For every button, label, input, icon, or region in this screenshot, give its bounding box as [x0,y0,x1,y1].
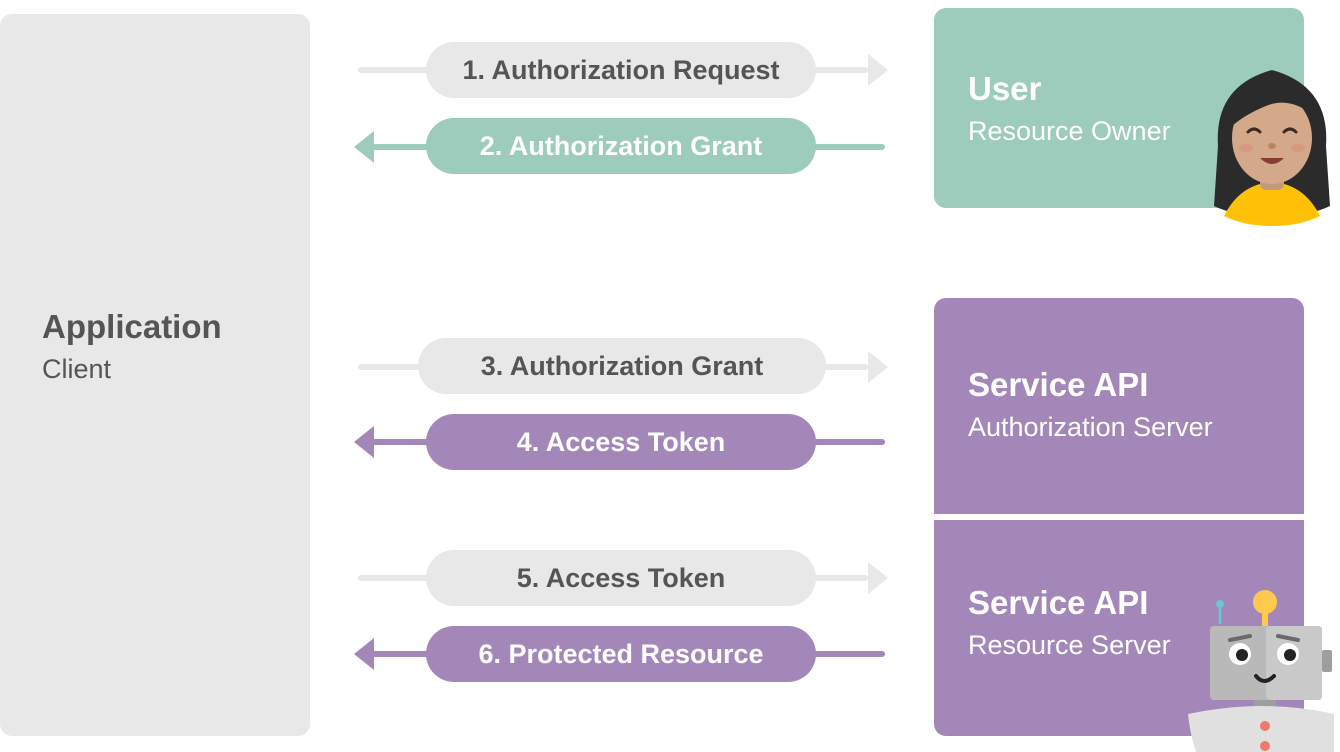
step-4-label: 4. Access Token [426,414,816,470]
user-title: User [968,70,1042,107]
resource-server-subtitle: Resource Server [968,630,1171,660]
client-title: Application [42,308,222,345]
robot-icon [1188,590,1334,752]
step-1-arrowhead [868,54,888,86]
step-5-arrowhead [868,562,888,594]
authorization-server-box: Service API Authorization Server [934,298,1304,514]
step-2-label: 2. Authorization Grant [426,118,816,174]
step-6-label: 6. Protected Resource [426,626,816,682]
client-box: Application Client [0,14,310,736]
step-3-label: 3. Authorization Grant [418,338,826,394]
step-5-label: 5. Access Token [426,550,816,606]
step-3-arrowhead [868,351,888,383]
client-subtitle: Client [42,354,112,384]
step-4-arrowhead [354,426,374,458]
authorization-server-title: Service API [968,366,1149,403]
step-2-arrowhead [354,131,374,163]
user-subtitle: Resource Owner [968,116,1171,146]
woman-avatar-icon [1214,70,1330,226]
authorization-server-subtitle: Authorization Server [968,412,1213,442]
step-1-label: 1. Authorization Request [426,42,816,98]
step-6-arrowhead [354,638,374,670]
resource-server-title: Service API [968,584,1149,621]
